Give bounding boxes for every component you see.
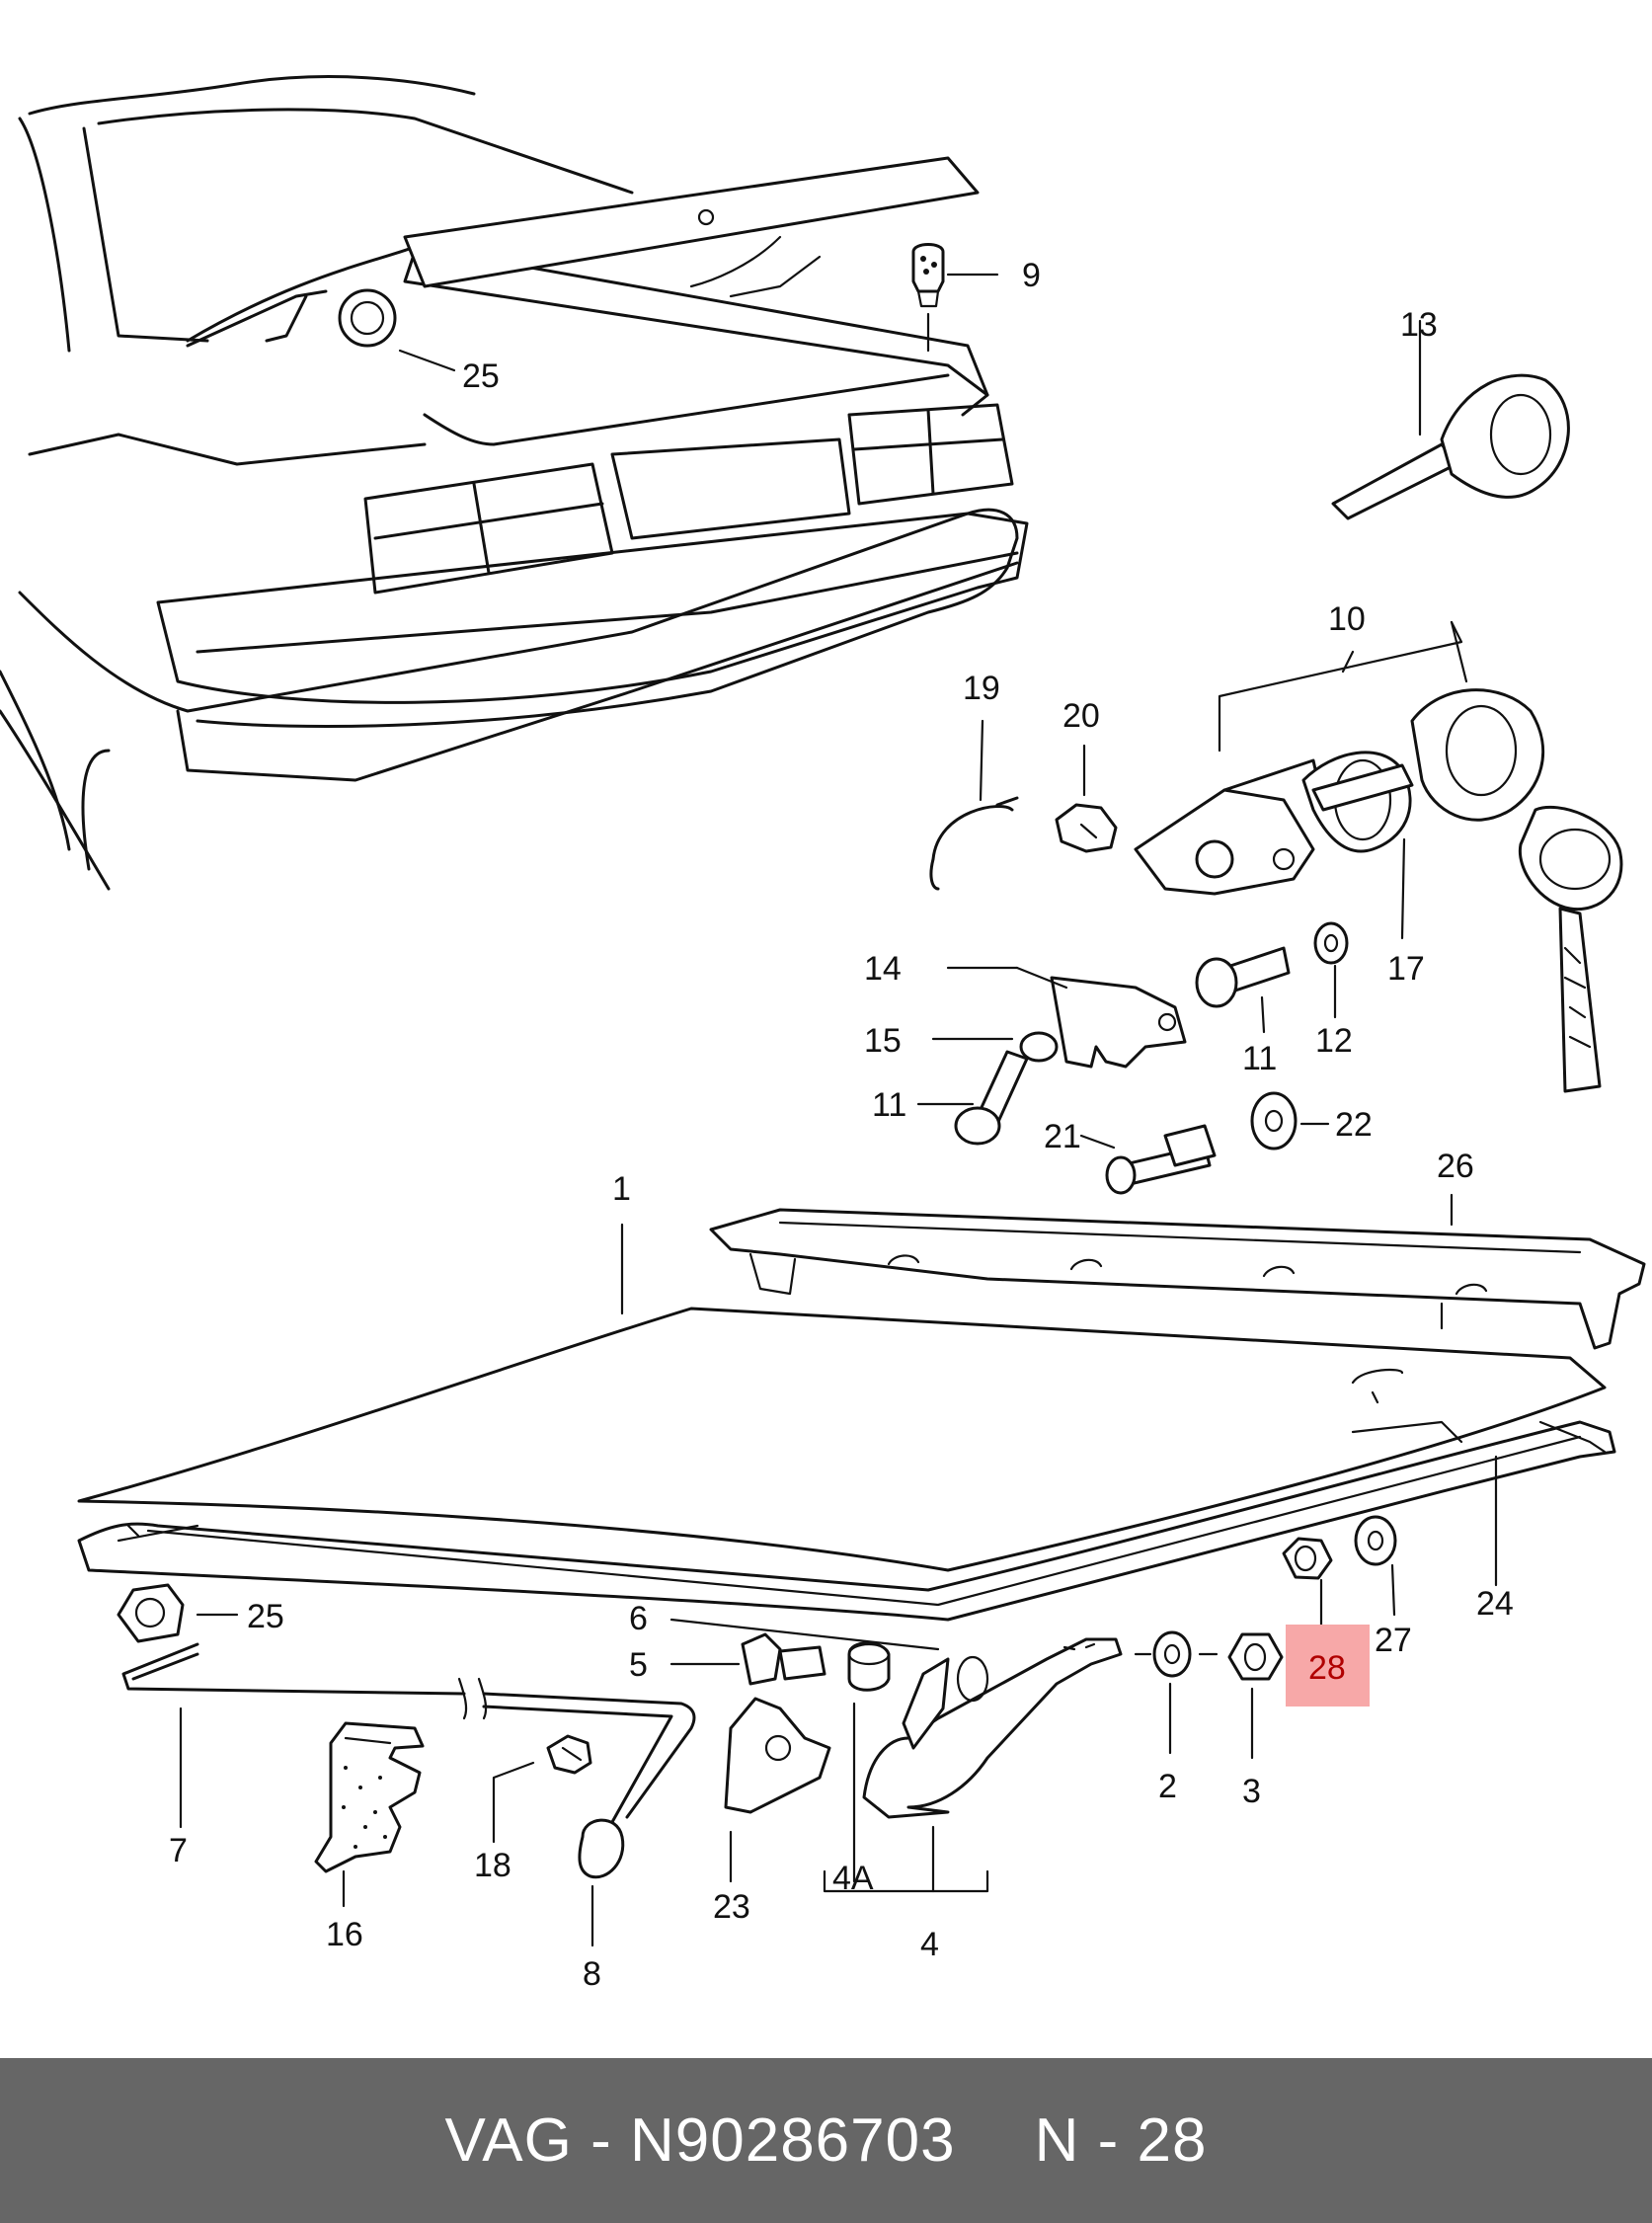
part-25-upper-grommet [338, 288, 456, 372]
callout-8: 8 [583, 1955, 601, 1993]
callout-6: 6 [629, 1600, 648, 1637]
part-6-leader [669, 1618, 940, 1651]
car-rear-illustration [0, 75, 1029, 891]
callout-10: 10 [1328, 600, 1366, 638]
callout-7: 7 [169, 1832, 188, 1869]
part-12-upper-washer [1313, 921, 1349, 1019]
part-1-trunk-lid [77, 1223, 1616, 1622]
parts-diagram: 9 25 13 10 19 20 17 14 15 11 12 11 21 22… [0, 75, 1646, 1993]
part-13-key [1331, 319, 1570, 520]
part-28-nut [1282, 1537, 1333, 1631]
callout-28: 28 [1308, 1649, 1346, 1687]
callout-5: 5 [629, 1646, 648, 1684]
part-18-clip [492, 1734, 592, 1844]
callout-11-lower: 11 [872, 1086, 906, 1124]
callout-13: 13 [1400, 306, 1438, 344]
part-2-washer [1134, 1630, 1192, 1755]
callout-3: 3 [1242, 1773, 1261, 1810]
part-11-lower-bolt [916, 1050, 1029, 1146]
callout-4: 4 [920, 1926, 939, 1963]
callout-12: 12 [1315, 1022, 1353, 1060]
part-27-washer [1354, 1515, 1397, 1617]
callout-17: 17 [1387, 950, 1425, 988]
part-4a-bushing [847, 1641, 891, 1883]
callout-2: 2 [1158, 1768, 1177, 1805]
callout-25-lower: 25 [247, 1598, 284, 1635]
callout-24: 24 [1476, 1585, 1514, 1623]
callout-23: 23 [713, 1888, 750, 1926]
callout-20: 20 [1062, 697, 1100, 735]
part-25-lower-grommet [117, 1583, 239, 1643]
part-23-buffer-block [724, 1697, 831, 1883]
part-22-washer [1250, 1091, 1330, 1151]
part-20-clip [1055, 744, 1118, 853]
part-16-foam-block [314, 1721, 425, 1908]
part-3-nut [1198, 1632, 1284, 1760]
part-10-lock-assembly [1134, 620, 1623, 1093]
callout-1: 1 [612, 1170, 631, 1208]
callout-18: 18 [474, 1847, 511, 1884]
footer-part-number: VAG - N90286703 [444, 2106, 956, 2175]
callout-14: 14 [864, 950, 902, 988]
highlight-box-28 [1286, 1625, 1370, 1707]
callout-11-upper: 11 [1242, 1040, 1277, 1077]
callout-21: 21 [1044, 1118, 1081, 1155]
callout-19: 19 [963, 670, 1000, 707]
callout-27: 27 [1375, 1622, 1412, 1659]
callout-4a: 4A [832, 1860, 874, 1897]
part-15-washer [931, 1031, 1059, 1063]
callout-22: 22 [1335, 1106, 1373, 1144]
part-11-upper-bolt [1195, 946, 1291, 1034]
part-7-rod [121, 1642, 696, 1829]
footer-position: N - 28 [1034, 2106, 1208, 2175]
part-5-bolt [669, 1632, 826, 1686]
part-19-rod [929, 719, 1019, 891]
callout-15: 15 [864, 1022, 902, 1060]
part-4-hinge [823, 1637, 1123, 1893]
part-21-bolt [1079, 1124, 1217, 1195]
part-14-bracket [946, 966, 1187, 1069]
part-9-buffer [911, 243, 999, 353]
callout-26: 26 [1437, 1148, 1474, 1185]
part-24-seal [1494, 1420, 1607, 1587]
part-8-plug [578, 1818, 625, 1947]
callout-25-upper: 25 [462, 357, 500, 395]
callout-9: 9 [1022, 257, 1041, 294]
callout-16: 16 [326, 1916, 363, 1953]
footer-bar: VAG - N90286703 N - 28 [0, 2058, 1652, 2223]
part-26-trim-strip [709, 1193, 1646, 1350]
